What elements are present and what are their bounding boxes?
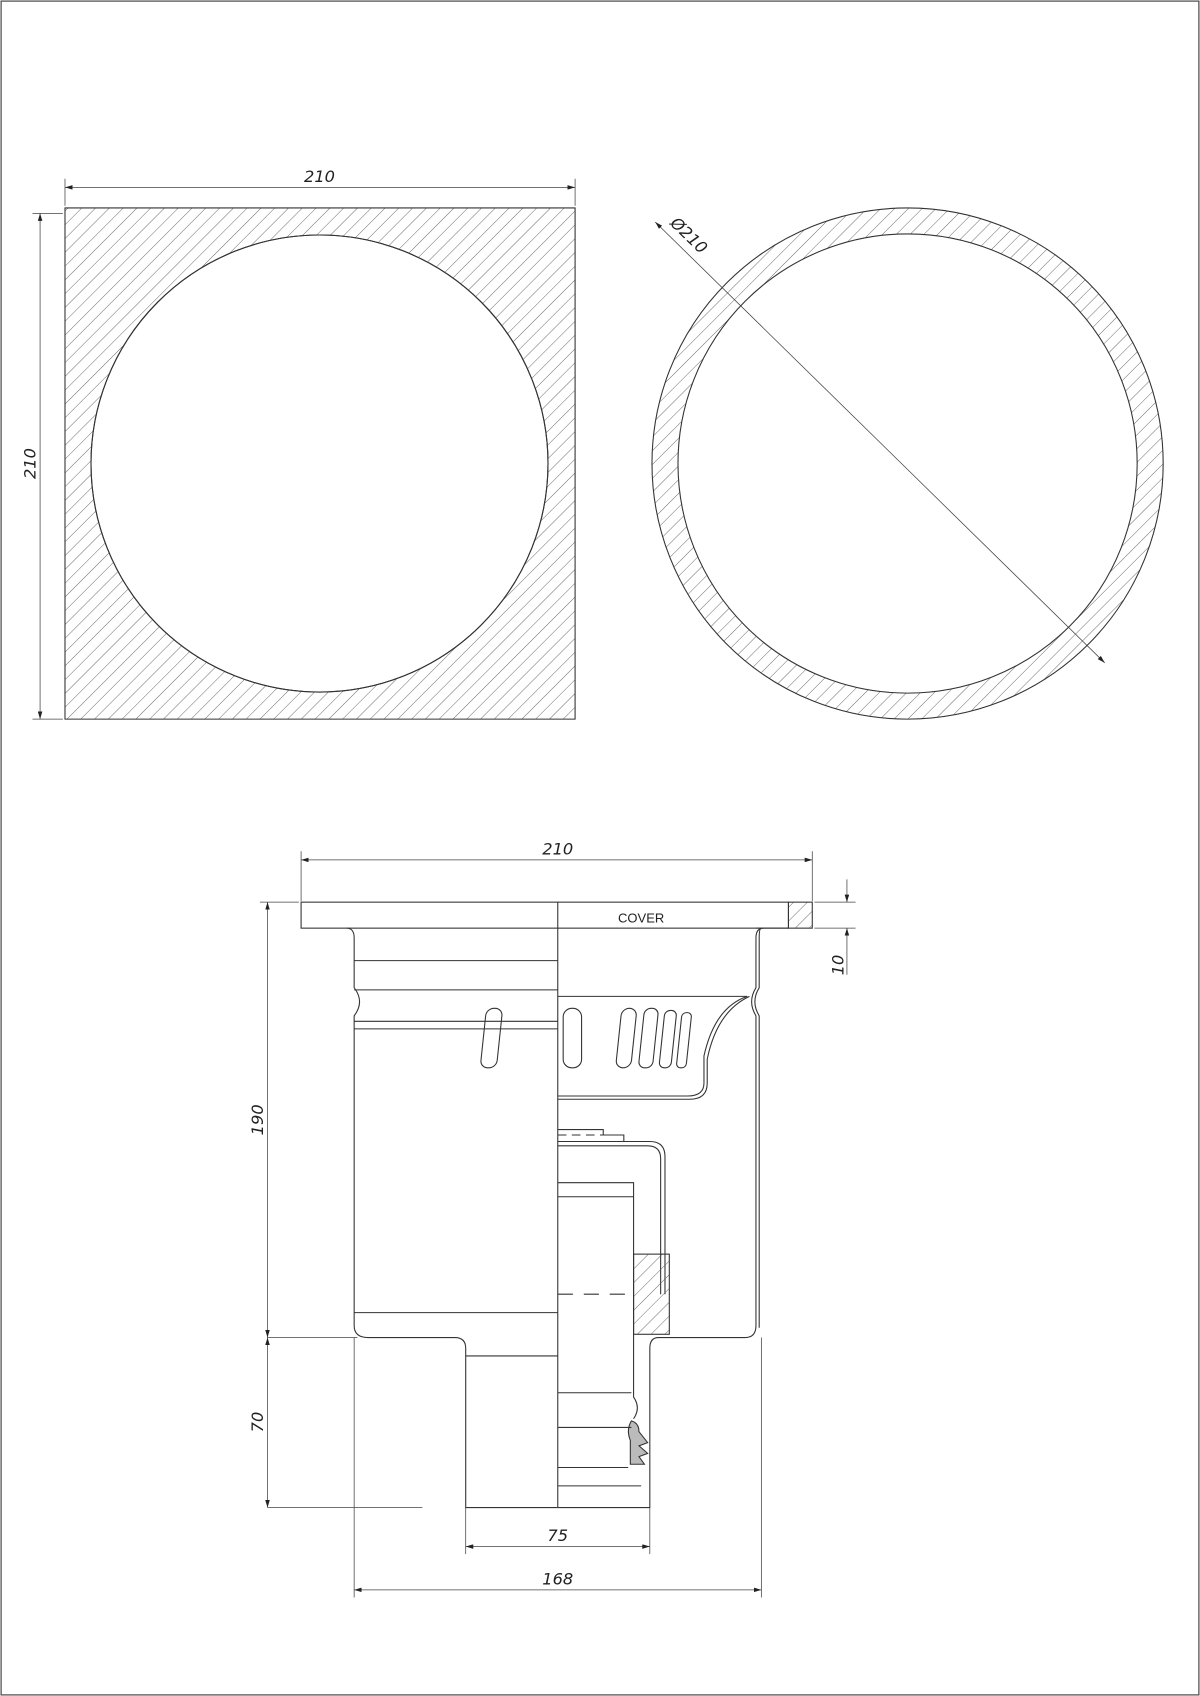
outlet-height-label: 70 bbox=[248, 1412, 267, 1433]
body-height-label: 190 bbox=[248, 1104, 267, 1135]
diameter-dimension-line bbox=[654, 221, 1105, 664]
cover-label: COVER bbox=[618, 911, 664, 926]
square-grate-plan: 210 210 bbox=[21, 167, 576, 720]
outlet-width-label: 75 bbox=[547, 1526, 568, 1545]
round-grate-plan: Ø210 bbox=[651, 207, 1164, 720]
drain-section-view: 210 COVER bbox=[248, 839, 856, 1598]
section-top-width-label: 210 bbox=[542, 839, 573, 858]
square-height-label: 210 bbox=[21, 448, 40, 479]
cover-thickness-label: 10 bbox=[829, 955, 848, 976]
body-width-label: 168 bbox=[542, 1569, 573, 1588]
basket-slots bbox=[480, 1007, 692, 1069]
diameter-label: Ø210 bbox=[666, 213, 711, 258]
square-width-label: 210 bbox=[304, 167, 335, 186]
